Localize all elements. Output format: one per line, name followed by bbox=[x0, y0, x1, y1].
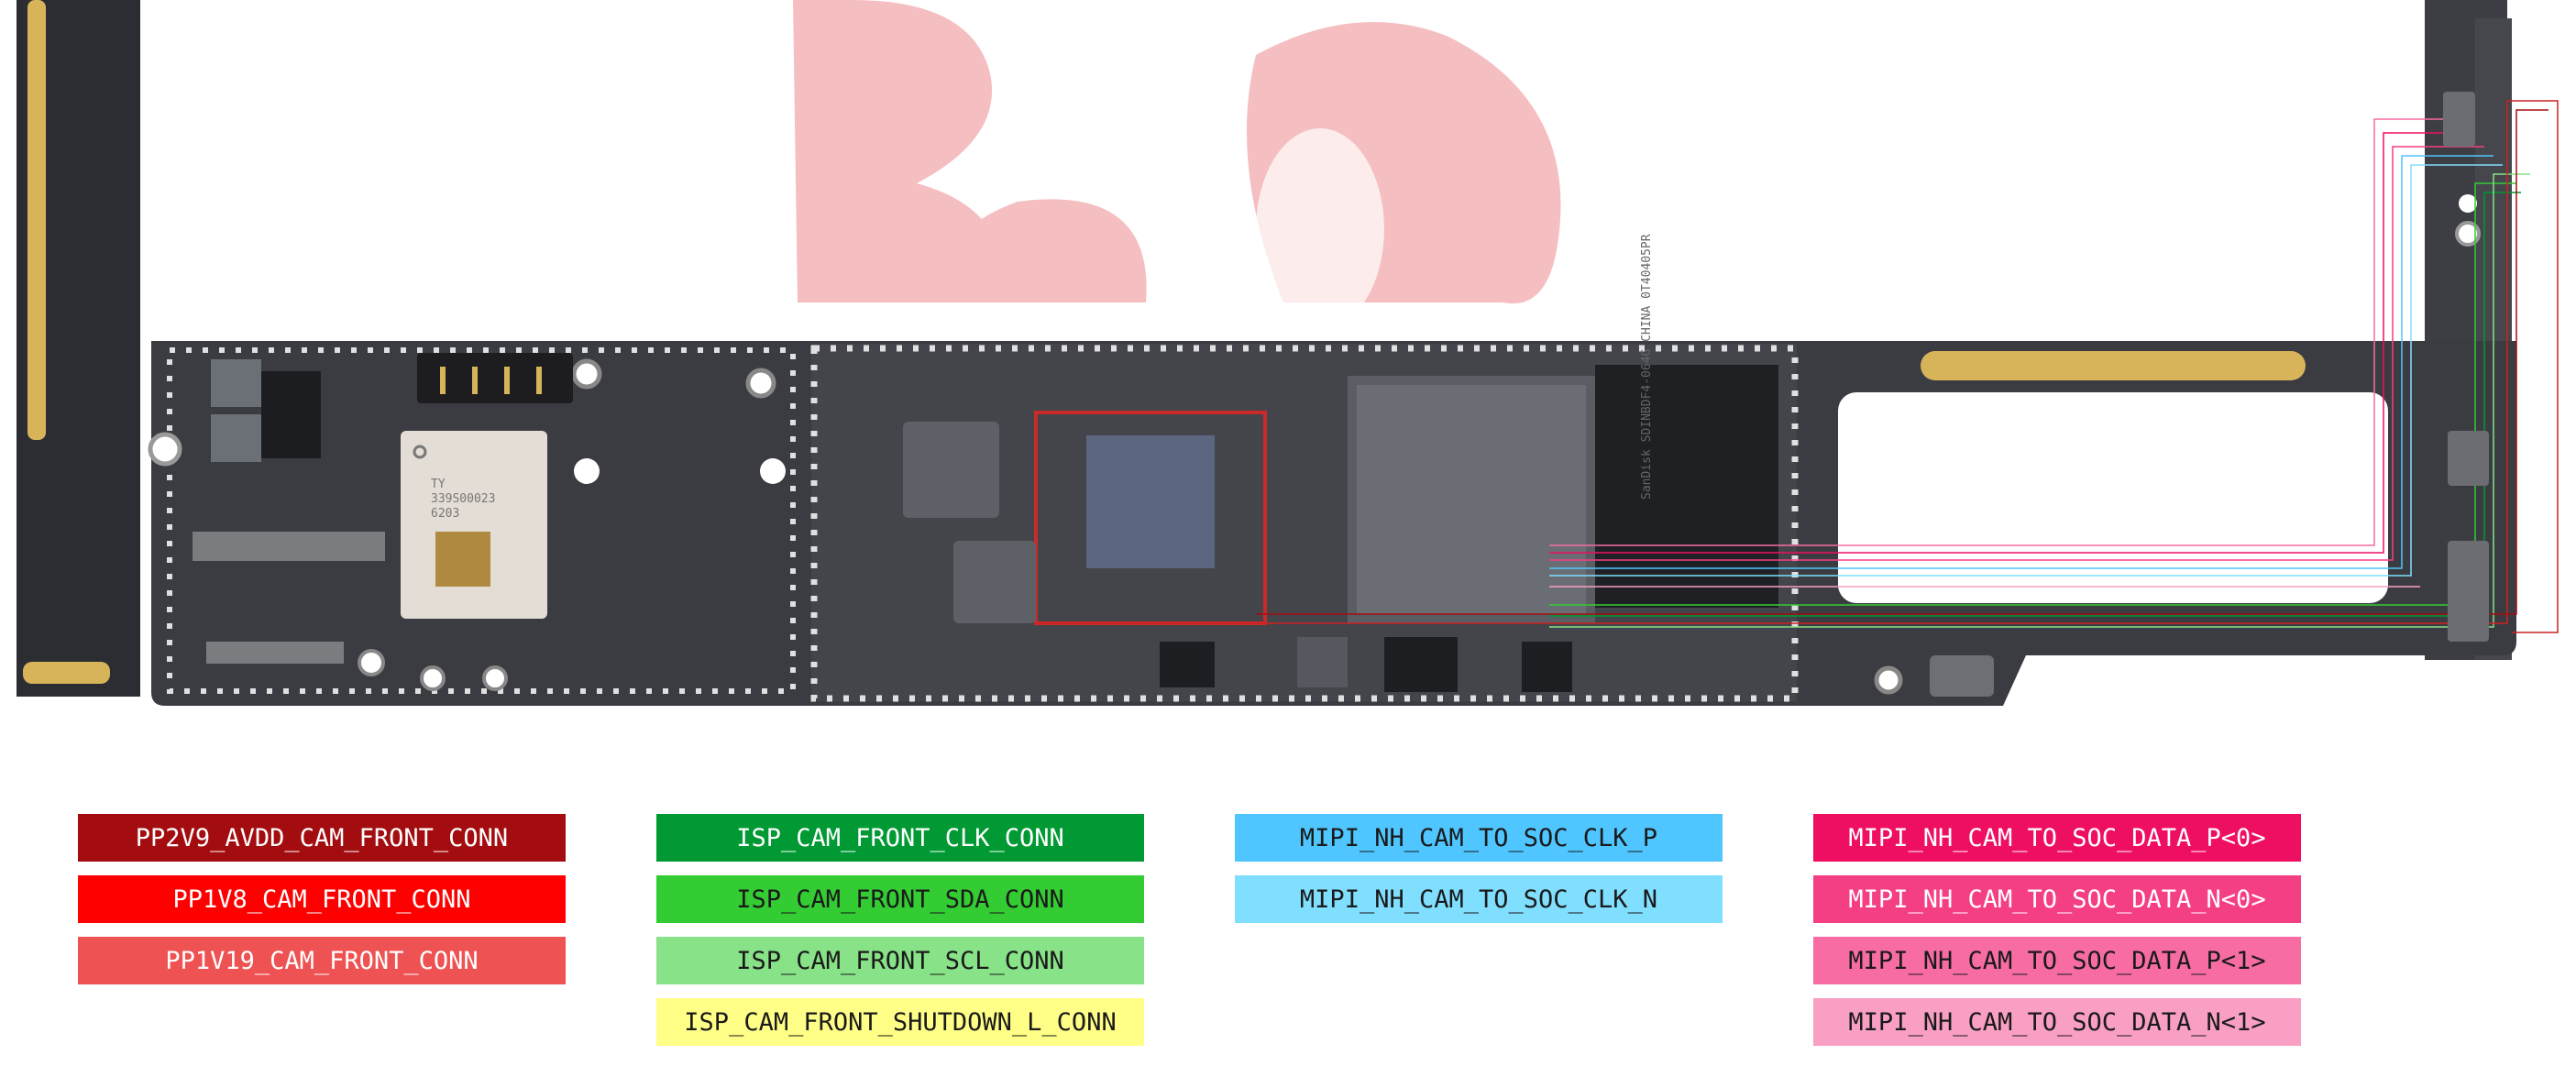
watermark-logo bbox=[793, 0, 1561, 330]
legend-pp1v8-cam-front-conn: PP1V8_CAM_FRONT_CONN bbox=[78, 875, 566, 923]
legend-isp-cam-front-shutdown-l-conn: ISP_CAM_FRONT_SHUTDOWN_L_CONN bbox=[656, 998, 1144, 1046]
legend-mipi-nh-cam-to-soc-clk-p: MIPI_NH_CAM_TO_SOC_CLK_P bbox=[1235, 814, 1723, 862]
net-traces bbox=[1036, 100, 2559, 633]
wifi-chip-text-2: 339S00023 bbox=[431, 492, 495, 506]
svg-text:SanDisk SDINBDF4-064G CHINA 0T: SanDisk SDINBDF4-064G CHINA 0T40405PR bbox=[1640, 234, 1654, 500]
legend-pp2v9-avdd-cam-front-conn: PP2V9_AVDD_CAM_FRONT_CONN bbox=[78, 814, 566, 862]
pcb-board-photo: TY 339S00023 6203 SanDisk SDINBDF4-064G … bbox=[17, 0, 2559, 706]
wifi-chip-text-1: TY bbox=[431, 478, 446, 491]
legend-isp-cam-front-sda-conn: ISP_CAM_FRONT_SDA_CONN bbox=[656, 875, 1144, 923]
legend-mipi-nh-cam-to-soc-data-p1: MIPI_NH_CAM_TO_SOC_DATA_P<1> bbox=[1813, 937, 2301, 984]
legend-mipi-nh-cam-to-soc-clk-n: MIPI_NH_CAM_TO_SOC_CLK_N bbox=[1235, 875, 1723, 923]
legend-isp-cam-front-clk-conn: ISP_CAM_FRONT_CLK_CONN bbox=[656, 814, 1144, 862]
legend-mipi-nh-cam-to-soc-data-p0: MIPI_NH_CAM_TO_SOC_DATA_P<0> bbox=[1813, 814, 2301, 862]
legend-isp-cam-front-scl-conn: ISP_CAM_FRONT_SCL_CONN bbox=[656, 937, 1144, 984]
legend-pp1v19-cam-front-conn: PP1V19_CAM_FRONT_CONN bbox=[78, 937, 566, 984]
legend-mipi-nh-cam-to-soc-data-n0: MIPI_NH_CAM_TO_SOC_DATA_N<0> bbox=[1813, 875, 2301, 923]
legend-mipi-nh-cam-to-soc-data-n1: MIPI_NH_CAM_TO_SOC_DATA_N<1> bbox=[1813, 998, 2301, 1046]
left-flex-cable bbox=[17, 0, 140, 697]
wifi-chip-text-3: 6203 bbox=[431, 507, 459, 521]
right-connector bbox=[2443, 92, 2489, 642]
